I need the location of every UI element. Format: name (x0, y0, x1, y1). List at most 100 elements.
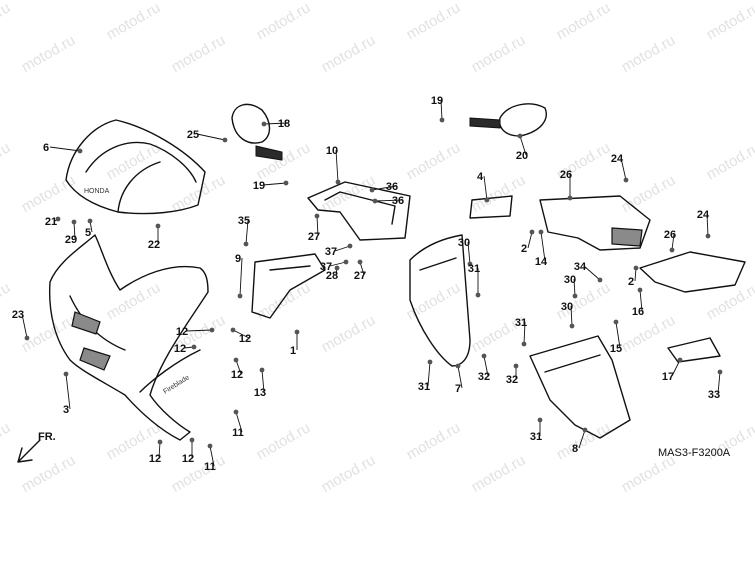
fastener-icon (717, 369, 723, 375)
watermark: motod.ru (404, 279, 464, 323)
fastener-icon (157, 439, 163, 445)
cowl-stay (307, 181, 411, 241)
fastener-icon (484, 197, 490, 203)
callout-12: 12 (174, 343, 186, 355)
fastener-icon (243, 241, 249, 247)
callout-12: 12 (149, 453, 161, 465)
fastener-icon (613, 319, 619, 325)
watermark: motod.ru (0, 419, 13, 463)
fastener-icon (233, 357, 239, 363)
callout-19: 19 (253, 180, 265, 192)
side-panel-right (639, 251, 746, 293)
small-bracket (469, 195, 513, 219)
callout-33: 33 (708, 389, 720, 401)
fastener-icon (55, 216, 61, 222)
mirror-right (469, 103, 547, 137)
fastener-icon (439, 117, 445, 123)
leader-line (540, 231, 546, 262)
fastener-icon (207, 443, 213, 449)
inner-panel-left (409, 234, 471, 367)
callout-12: 12 (182, 453, 194, 465)
watermark: motod.ru (18, 32, 78, 76)
fastener-icon (357, 259, 363, 265)
callout-8: 8 (572, 443, 578, 455)
front-direction-marker: FR. (17, 431, 56, 463)
callout-11: 11 (232, 427, 244, 439)
leader-line (262, 182, 287, 186)
callout-34: 34 (574, 261, 587, 273)
watermark: motod.ru (18, 452, 78, 496)
fastener-icon (283, 180, 289, 186)
fastener-icon (537, 417, 543, 423)
fastener-icon (637, 287, 643, 293)
fastener-icon (189, 437, 195, 443)
callout-19: 19 (431, 95, 443, 107)
fr-label: FR. (38, 431, 56, 443)
leader-line (263, 122, 289, 125)
callout-22: 22 (148, 239, 160, 251)
watermark: motod.ru (168, 32, 228, 76)
callout-2: 2 (521, 243, 527, 255)
leader-line (615, 321, 621, 349)
callout-11: 11 (204, 461, 216, 473)
leader-line (209, 445, 215, 467)
leader-line (235, 411, 243, 433)
watermark: motod.ru (468, 32, 528, 76)
fastener-icon (475, 292, 481, 298)
fastener-icon (481, 353, 487, 359)
watermark: motod.ru (254, 279, 314, 323)
leader-line (235, 359, 242, 375)
callout-3: 3 (63, 404, 69, 416)
fastener-icon (334, 265, 340, 271)
fastener-icon (343, 259, 349, 265)
fastener-icon (633, 265, 639, 271)
fastener-icon (335, 179, 341, 185)
leader-line (185, 329, 213, 332)
fastener-icon (372, 198, 378, 204)
leader-line (457, 365, 463, 389)
watermark: motod.ru (18, 312, 78, 356)
bracket-17 (667, 337, 721, 363)
fastener-icon (572, 293, 578, 299)
callout-32: 32 (478, 371, 490, 383)
fastener-icon (209, 327, 215, 333)
leader-line (65, 373, 71, 410)
fastener-icon (314, 213, 320, 219)
leader-line (334, 245, 351, 252)
callout-30: 30 (561, 301, 573, 313)
watermark: motod.ru (254, 419, 314, 463)
watermark: motod.ru (554, 419, 614, 463)
leader-line (706, 213, 709, 237)
fastener-icon (233, 409, 239, 415)
fastener-icon (513, 363, 519, 369)
fastener-icon (237, 293, 243, 299)
watermark: motod.ru (254, 0, 314, 43)
callout-25: 25 (187, 129, 199, 141)
leader-line (371, 185, 397, 191)
leader-line (578, 429, 586, 449)
callout-24: 24 (697, 209, 710, 221)
callout-20: 20 (516, 150, 528, 162)
callout-23: 23 (12, 309, 24, 321)
fastener-icon (517, 133, 523, 139)
callout-14: 14 (535, 256, 548, 268)
callout-7: 7 (455, 383, 461, 395)
windscreen-logo: HONDA (84, 188, 110, 195)
callout-24: 24 (611, 153, 624, 165)
fastener-icon (529, 229, 535, 235)
leader-line (158, 441, 161, 459)
leader-line (639, 289, 643, 312)
fastener-icon (677, 357, 683, 363)
fastener-icon (369, 187, 375, 193)
watermark: motod.ru (104, 0, 164, 43)
leader-line (440, 99, 443, 121)
callout-13: 13 (254, 387, 266, 399)
leader-line (232, 329, 250, 339)
leader-line (467, 241, 471, 265)
fastener-icon (155, 223, 161, 229)
leader-line (49, 146, 81, 152)
callout-26: 26 (560, 169, 572, 181)
watermark: motod.ru (404, 419, 464, 463)
